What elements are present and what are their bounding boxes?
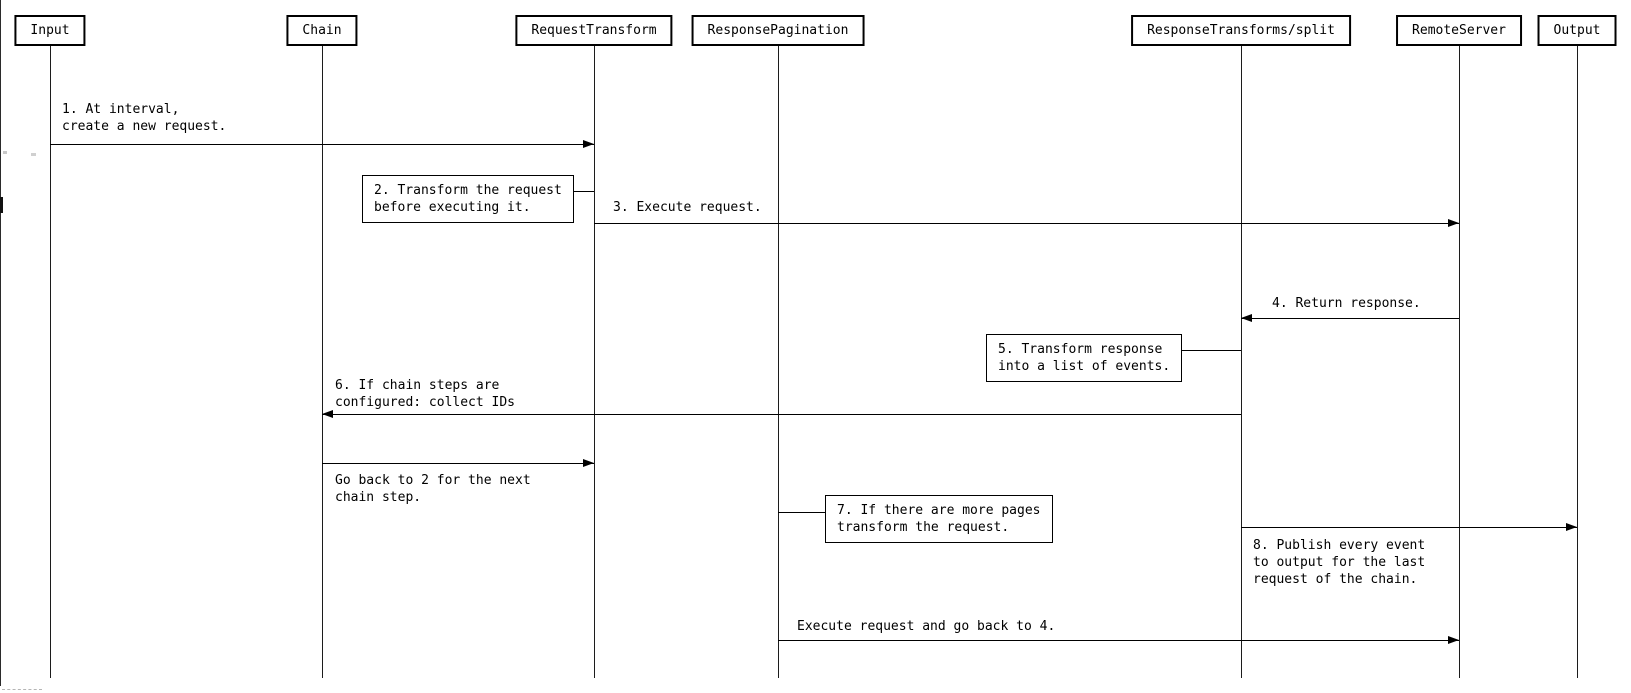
lifeline-output: [1577, 46, 1578, 678]
msg-1-arrowhead: [583, 140, 594, 148]
lifeline-response-pagination: [778, 46, 779, 678]
participant-remote-server: RemoteServer: [1396, 15, 1522, 46]
participant-output: Output: [1537, 15, 1617, 46]
msg-chain-next-line: [322, 463, 594, 464]
msg-6-label: 6. If chain steps are configured: collec…: [335, 378, 516, 410]
msg-1-label: 1. At interval, create a new request.: [62, 102, 227, 134]
participant-chain: Chain: [286, 15, 358, 46]
note-2-box: 2. Transform the request before executin…: [362, 175, 574, 223]
msg-execute-again-label: Execute request and go back to 4.: [797, 619, 1056, 634]
msg-3-arrowhead: [1448, 219, 1459, 227]
left-edge-line: [0, 0, 1, 686]
speck: [3, 151, 7, 154]
note-7-box: 7. If there are more pages transform the…: [825, 495, 1053, 543]
lifeline-response-transforms-split: [1241, 46, 1242, 678]
msg-8-label: 8. Publish every event to output for the…: [1253, 538, 1426, 587]
bottom-edge-dashes: [2, 689, 42, 690]
msg-4-label: 4. Return response.: [1272, 296, 1421, 311]
note-7-connector: [778, 512, 845, 513]
msg-8-arrowhead: [1566, 523, 1577, 531]
msg-chain-next-arrowhead: [583, 459, 594, 467]
msg-3-label: 3. Execute request.: [613, 200, 762, 215]
left-edge-mark: [0, 197, 3, 213]
msg-8-line: [1241, 527, 1577, 528]
lifeline-input: [50, 46, 51, 678]
speck: [31, 153, 36, 156]
lifeline-chain: [322, 46, 323, 678]
msg-execute-again-line: [778, 640, 1459, 641]
participant-request-transform: RequestTransform: [515, 15, 673, 46]
msg-6-arrowhead: [322, 410, 333, 418]
msg-chain-next-label: Go back to 2 for the next chain step.: [335, 473, 531, 505]
msg-4-line: [1241, 318, 1459, 319]
msg-6-line: [322, 414, 1241, 415]
msg-4-arrowhead: [1241, 314, 1252, 322]
lifeline-remote-server: [1459, 46, 1460, 678]
participant-input: Input: [14, 15, 86, 46]
msg-3-line: [594, 223, 1459, 224]
participant-response-transforms-split: ResponseTransforms/split: [1131, 15, 1351, 46]
note-5-box: 5. Transform response into a list of eve…: [986, 334, 1183, 382]
participant-response-pagination: ResponsePagination: [691, 15, 865, 46]
msg-execute-again-arrowhead: [1448, 636, 1459, 644]
msg-1-line: [50, 144, 594, 145]
lifeline-request-transform: [594, 46, 595, 678]
